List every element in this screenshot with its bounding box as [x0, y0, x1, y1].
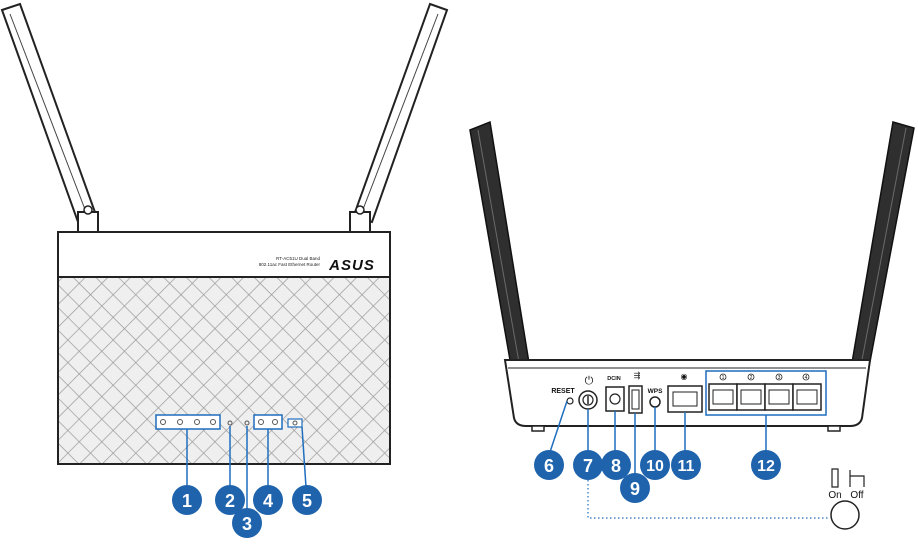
callout-badge — [253, 485, 283, 515]
power-switch-detail: On Off — [828, 468, 865, 530]
power-switch-leader — [587, 480, 830, 519]
callout-number: 5 — [302, 491, 312, 511]
switch-off-icon — [849, 470, 865, 487]
callout-badge — [640, 450, 670, 480]
led-3-icon — [244, 420, 250, 426]
callout-number: 10 — [646, 458, 664, 475]
lan-port-number: 2 — [750, 375, 753, 381]
callout-badge — [215, 485, 245, 515]
front-left-antenna — [0, 2, 98, 224]
model-line-1: RT-AC51U Dual Band — [276, 256, 320, 261]
led-icons-group-1 — [160, 419, 216, 425]
led-group-1-frame — [155, 414, 221, 430]
power-symbol-icon: ⏻ — [585, 375, 594, 387]
wps-button[interactable] — [649, 396, 661, 408]
dcin-label: DCIN — [607, 376, 620, 382]
led-5-frame — [287, 418, 303, 428]
wan-globe-icon: ◉ — [681, 372, 688, 381]
callout-badge — [172, 485, 202, 515]
switch-on-icon — [831, 468, 839, 488]
callout-number: 11 — [678, 458, 695, 475]
usb-icon: ⇶ — [634, 371, 641, 380]
callouts: 1 2 3 4 5 6 7 8 9 10 11 12 — [172, 450, 781, 538]
callout-badge — [573, 450, 603, 480]
lan-port-number: 1 — [722, 375, 725, 381]
front-leader-lines — [186, 426, 307, 510]
callout-number: 6 — [544, 456, 554, 476]
callout-badge — [292, 485, 322, 515]
callout-number: 4 — [263, 491, 273, 511]
power-switch-button[interactable] — [830, 500, 860, 530]
callout-badge — [601, 450, 631, 480]
lan-port-labels: 1 2 3 4 — [719, 373, 810, 381]
callout-number: 7 — [583, 456, 593, 476]
callout-number: 3 — [242, 514, 252, 534]
lan-port-number: 3 — [778, 375, 781, 381]
callout-number: 1 — [182, 491, 192, 511]
back-leader-lines — [549, 400, 767, 475]
front-router: RT-AC51U Dual Band 802.11ac Fast Etherne… — [0, 2, 449, 510]
callout-badge — [751, 450, 781, 480]
wps-label: WPS — [648, 388, 663, 395]
back-router: RESET ⏻ DCIN ⇶ WPS ◉ 1 2 3 4 — [469, 120, 915, 530]
callout-badge — [232, 508, 262, 538]
lan-port-number: 4 — [805, 375, 808, 381]
callout-number: 2 — [225, 491, 235, 511]
asus-logo: ASUS — [328, 257, 375, 274]
model-line-2: 802.11ac Fast Ethernet Router — [259, 262, 321, 267]
led-2-icon — [227, 420, 233, 426]
switch-off-label: Off — [850, 490, 863, 501]
callout-badge — [534, 450, 564, 480]
reset-label: RESET — [551, 388, 575, 395]
switch-on-label: On — [828, 490, 841, 501]
callout-number: 12 — [757, 458, 775, 475]
reset-button[interactable] — [566, 397, 574, 405]
callout-number: 9 — [630, 479, 640, 499]
callout-number: 8 — [611, 456, 621, 476]
callout-badge — [671, 450, 701, 480]
callout-badge — [620, 473, 650, 503]
